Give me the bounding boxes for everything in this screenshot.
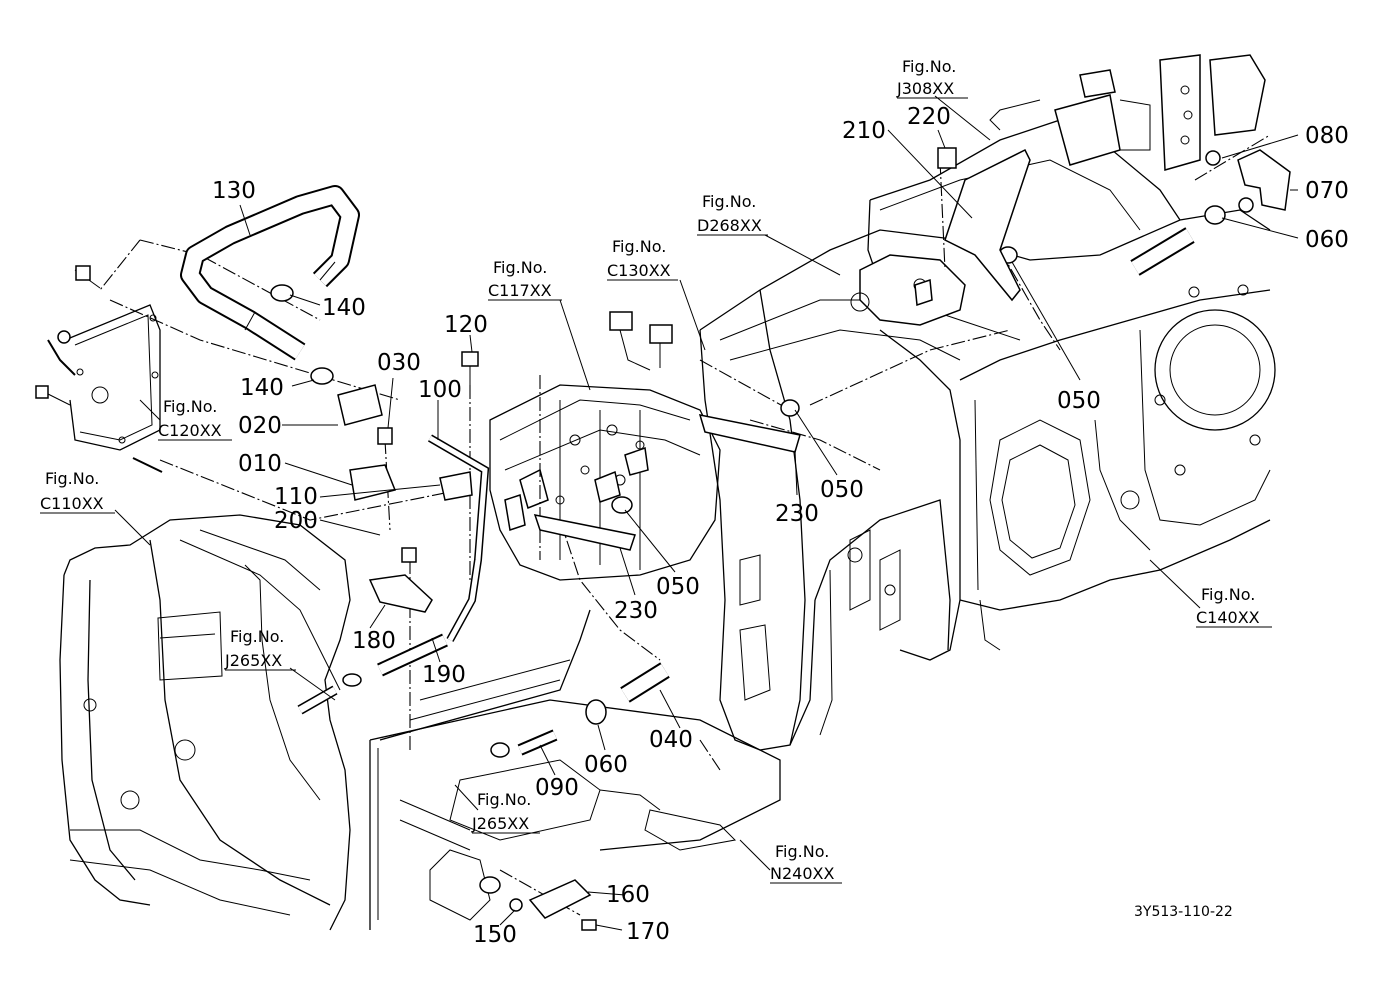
bracket-180 [368, 574, 433, 613]
fig-ref-label: Fig.No. [493, 258, 547, 277]
clip-110 [439, 471, 473, 501]
oring-150 [509, 898, 523, 912]
callout-140-lower: 140 [240, 375, 284, 401]
callout-200: 200 [274, 508, 318, 534]
callout-050-middle: 050 [820, 477, 864, 503]
bracket-020 [337, 384, 383, 426]
parts-drawing [35, 147, 1291, 931]
callout-080: 080 [1305, 123, 1349, 149]
part-callouts: 130 140 140 120 030 100 020 010 110 200 … [212, 104, 1349, 948]
bolt-170 [581, 919, 597, 931]
bolt-200 [401, 547, 417, 563]
callout-060-upper: 060 [1305, 227, 1349, 253]
callout-050-right: 050 [1057, 388, 1101, 414]
callout-230-left: 230 [614, 598, 658, 624]
callout-090: 090 [535, 775, 579, 801]
bolt-220 [937, 147, 957, 169]
cover-160 [528, 879, 592, 919]
drawing-code: 3Y513-110-22 [1134, 904, 1233, 920]
callout-180: 180 [352, 628, 396, 654]
callout-160: 160 [606, 882, 650, 908]
callout-230-right: 230 [775, 501, 819, 527]
callout-140-upper: 140 [322, 295, 366, 321]
plate-230-left [533, 514, 636, 551]
callout-210: 210 [842, 118, 886, 144]
fig-ref-label: Fig.No. [775, 842, 829, 861]
fig-ref-label: Fig.No. [702, 192, 756, 211]
fig-ref-code: C120XX [158, 421, 222, 440]
fig-ref-code: J265XX [224, 651, 282, 670]
leader-lines [40, 95, 1299, 931]
bolt-030 [377, 427, 393, 445]
callout-050-left: 050 [656, 574, 700, 600]
fig-ref-code: N240XX [770, 864, 834, 883]
transmission-housing-drawing [47, 54, 1276, 931]
connector-right [649, 324, 673, 344]
callout-110: 110 [274, 484, 318, 510]
bolt-120 [461, 351, 479, 367]
clamp-140-upper [270, 284, 294, 302]
clamp-050-b [780, 399, 800, 417]
bracket-210 [944, 148, 1031, 302]
fig-ref-code: C110XX [40, 494, 104, 513]
callout-220: 220 [907, 104, 951, 130]
oring-080 [1205, 150, 1221, 166]
callout-120: 120 [444, 312, 488, 338]
clamp-050-a [611, 496, 633, 514]
callout-010: 010 [238, 451, 282, 477]
callout-190: 190 [422, 662, 466, 688]
elbow-070 [1237, 149, 1291, 211]
fig-ref-code: C130XX [607, 261, 671, 280]
fig-ref-label: Fig.No. [230, 627, 284, 646]
fig-ref-label: Fig.No. [163, 397, 217, 416]
fig-ref-label: Fig.No. [902, 57, 956, 76]
callout-020: 020 [238, 413, 282, 439]
fig-ref-label: Fig.No. [45, 469, 99, 488]
connector-left [609, 311, 633, 331]
fig-ref-label: Fig.No. [612, 237, 666, 256]
callout-040: 040 [649, 727, 693, 753]
fig-ref-code: C140XX [1196, 608, 1260, 627]
fig-ref-code: C117XX [488, 281, 552, 300]
callout-170: 170 [626, 919, 670, 945]
clamp-060-lower [585, 699, 607, 725]
fig-ref-code: J265XX [471, 814, 529, 833]
callout-030: 030 [377, 350, 421, 376]
fig-ref-code: D268XX [697, 216, 762, 235]
pipe-100 [427, 434, 490, 642]
callout-150: 150 [473, 922, 517, 948]
figure-references: Fig.No. J308XX Fig.No. D268XX Fig.No. C1… [40, 57, 1260, 883]
fig-ref-label: Fig.No. [477, 790, 531, 809]
callout-130: 130 [212, 178, 256, 204]
callout-100: 100 [418, 377, 462, 403]
fig-ref-code: J308XX [896, 79, 954, 98]
callout-060-lower: 060 [584, 752, 628, 778]
fig-ref-label: Fig.No. [1201, 585, 1255, 604]
clamp-140-lower [310, 367, 334, 385]
callout-070: 070 [1305, 178, 1349, 204]
